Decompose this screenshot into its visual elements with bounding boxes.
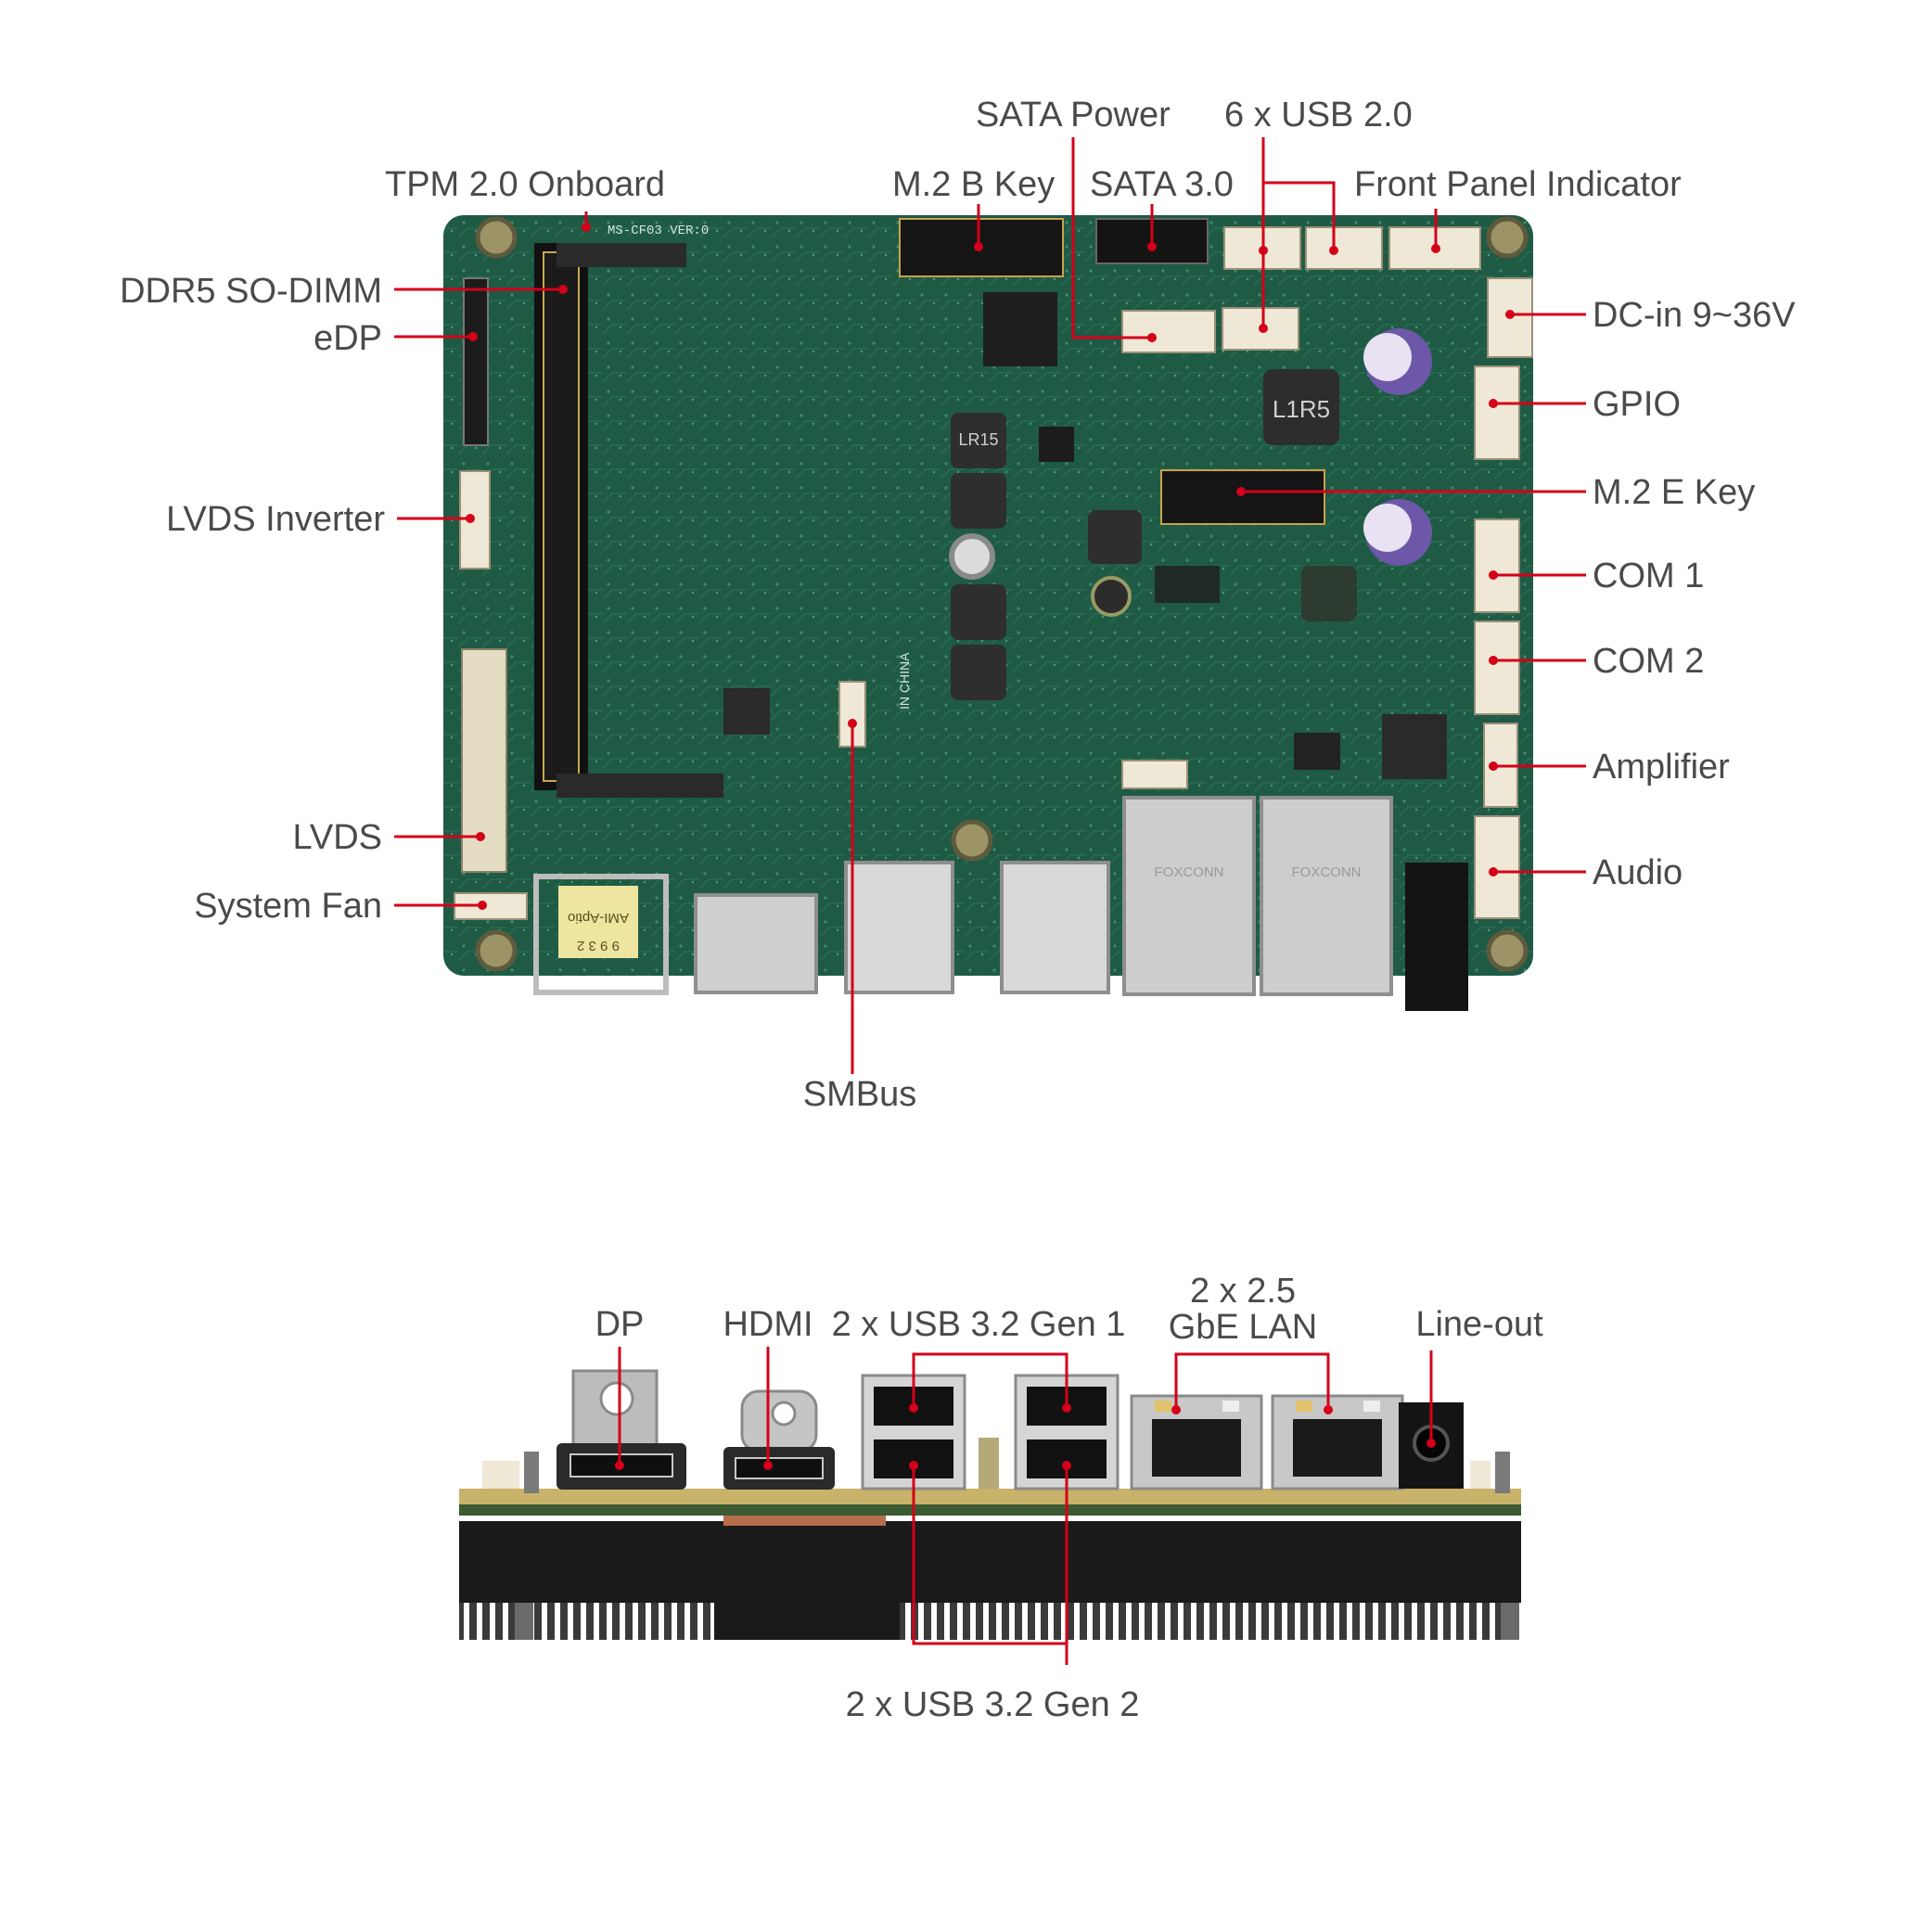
top-io-row: AMI-Aptio 9 9 3 2 FOXCONN FOXCONN xyxy=(533,796,1468,1011)
pcb-edge xyxy=(459,1489,1521,1509)
inductors: L1R5 LR15 xyxy=(951,369,1357,700)
label-lvds: LVDS xyxy=(293,818,382,857)
label-usb-gen1: 2 x USB 3.2 Gen 1 xyxy=(832,1305,1126,1344)
heatsink-fins xyxy=(459,1603,1521,1640)
label-lvds-inverter: LVDS Inverter xyxy=(166,500,385,539)
label-gpio: GPIO xyxy=(1593,385,1681,424)
label-m2e: M.2 E Key xyxy=(1593,473,1755,512)
label-front-panel: Front Panel Indicator xyxy=(1354,165,1682,204)
sata-power-connector xyxy=(1121,310,1216,353)
lan-top-1 xyxy=(1122,796,1256,996)
label-smbus: SMBus xyxy=(803,1075,916,1114)
label-m2b: M.2 B Key xyxy=(892,165,1055,204)
usb-top-2 xyxy=(1000,861,1110,994)
label-audio: Audio xyxy=(1593,853,1683,892)
inductor-small-marking: LR15 xyxy=(958,430,998,449)
label-edp: eDP xyxy=(313,319,382,358)
sodimm-slot xyxy=(534,243,723,798)
lan-brand-1: FOXCONN xyxy=(1155,864,1224,880)
amp-header xyxy=(1121,760,1188,789)
label-com1: COM 1 xyxy=(1593,557,1704,595)
label-usb20: 6 x USB 2.0 xyxy=(1224,96,1413,134)
bios-chip-label xyxy=(558,886,638,958)
inductor-big-marking: L1R5 xyxy=(1273,395,1330,423)
io-labels: DP HDMI 2 x USB 3.2 Gen 1 2 x 2.5 GbE LA… xyxy=(595,1272,1544,1724)
label-dp: DP xyxy=(595,1305,645,1344)
board-top-view: MS-CF03 VER:0 xyxy=(443,215,1533,1011)
label-usb-gen2: 2 x USB 3.2 Gen 2 xyxy=(846,1685,1140,1724)
ics xyxy=(723,292,1447,779)
label-system-fan: System Fan xyxy=(194,887,382,926)
audio-jack-top xyxy=(1405,863,1468,1011)
label-line-out: Line-out xyxy=(1415,1305,1543,1344)
label-sata-power: SATA Power xyxy=(976,96,1171,134)
mounting-holes xyxy=(475,216,1529,972)
hdmi-top xyxy=(694,893,818,994)
label-hdmi: HDMI xyxy=(723,1305,812,1344)
top-leaders xyxy=(394,137,1586,1074)
lan-port-2 xyxy=(1271,1394,1404,1491)
edp-connector xyxy=(463,277,489,446)
lan-port-1 xyxy=(1130,1394,1263,1491)
label-sata30: SATA 3.0 xyxy=(1090,165,1234,204)
label-amplifier: Amplifier xyxy=(1593,748,1730,787)
label-tpm: TPM 2.0 Onboard xyxy=(385,165,665,204)
io-leaders xyxy=(615,1347,1436,1665)
heatsink-base xyxy=(459,1521,1521,1603)
dp-port xyxy=(557,1369,686,1490)
made-in-marking: IN CHINA xyxy=(897,652,912,710)
label-ddr5: DDR5 SO-DIMM xyxy=(120,272,382,311)
m2-e-key-slot xyxy=(1160,469,1325,525)
board-io-view xyxy=(459,1369,1521,1640)
label-lan-line1: 2 x 2.5 xyxy=(1190,1272,1296,1311)
capacitors xyxy=(1091,328,1432,617)
usb-top-1 xyxy=(844,861,954,994)
bios-label-text: AMI-Aptio xyxy=(568,910,629,926)
top-labels: SATA Power 6 x USB 2.0 TPM 2.0 Onboard M… xyxy=(120,96,1796,1114)
lan-brand-2: FOXCONN xyxy=(1292,864,1362,880)
hdmi-port xyxy=(723,1389,835,1490)
label-dc-in: DC-in 9~36V xyxy=(1593,296,1796,335)
board-model-marking: MS-CF03 VER:0 xyxy=(608,224,709,238)
bios-label-number: 9 9 3 2 xyxy=(577,938,620,953)
lan-top-2 xyxy=(1260,796,1393,996)
label-com2: COM 2 xyxy=(1593,642,1704,681)
label-lan-line2: GbE LAN xyxy=(1169,1308,1318,1347)
